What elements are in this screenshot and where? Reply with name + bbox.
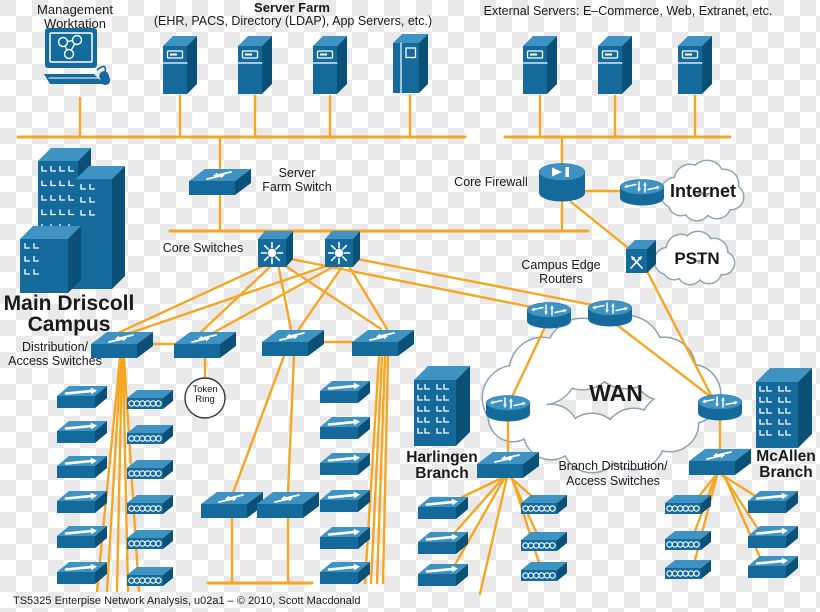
server-farm-switch bbox=[189, 169, 251, 195]
external-server-1 bbox=[522, 36, 557, 94]
access-switch-mid-4 bbox=[320, 490, 370, 512]
hub-harlingen-1 bbox=[521, 495, 567, 514]
wan-cloud bbox=[481, 314, 722, 474]
distribution-switch-1 bbox=[91, 332, 153, 358]
server-farm-mainframe bbox=[393, 34, 428, 94]
access-switch-left-1 bbox=[57, 386, 107, 408]
server-farm-server-3 bbox=[312, 36, 347, 94]
campus-edge-router-1 bbox=[526, 302, 572, 329]
mcallen-branch-building bbox=[756, 368, 812, 448]
branch-distribution-switch-right bbox=[689, 449, 751, 475]
access-switch-left-3 bbox=[57, 456, 107, 478]
hub-harlingen-2 bbox=[521, 532, 567, 551]
access-switch-mid-3 bbox=[320, 453, 370, 475]
branch-distribution-switch-left bbox=[477, 452, 539, 478]
access-switch-left-2 bbox=[57, 421, 107, 443]
distribution-switch-4 bbox=[352, 330, 414, 356]
campus-edge-router-2 bbox=[587, 300, 633, 327]
mid-distribution-switch-1 bbox=[201, 492, 263, 518]
network-nodes bbox=[20, 28, 812, 586]
hub-left-2 bbox=[127, 425, 173, 444]
distribution-switch-2 bbox=[174, 332, 236, 358]
hub-left-5 bbox=[127, 530, 173, 549]
wan-router-left bbox=[485, 395, 531, 422]
hub-left-4 bbox=[127, 495, 173, 514]
access-switch-mcallen-2 bbox=[748, 526, 798, 548]
access-switch-left-6 bbox=[57, 562, 107, 584]
internet-router bbox=[619, 179, 665, 206]
external-server-3 bbox=[677, 36, 712, 94]
hub-harlingen-3 bbox=[521, 562, 567, 581]
main-driscoll-campus-buildings bbox=[20, 148, 125, 293]
hub-mcallen-2 bbox=[665, 531, 711, 550]
access-switch-harlingen-1 bbox=[418, 497, 468, 519]
external-server-2 bbox=[597, 36, 632, 94]
internet-cloud bbox=[659, 159, 745, 222]
distribution-switch-3 bbox=[262, 330, 324, 356]
access-switch-mid-2 bbox=[320, 417, 370, 439]
access-switch-left-5 bbox=[57, 526, 107, 548]
hub-left-1 bbox=[127, 390, 173, 409]
core-firewall bbox=[538, 163, 586, 202]
server-farm-server-2 bbox=[237, 36, 272, 94]
hub-mcallen-3 bbox=[665, 560, 711, 579]
hub-left-6 bbox=[127, 567, 173, 586]
access-switch-mcallen-3 bbox=[748, 556, 798, 578]
access-switch-mid-5 bbox=[320, 527, 370, 549]
core-switch-1 bbox=[258, 231, 293, 267]
hub-left-3 bbox=[127, 460, 173, 479]
access-switch-mid-1 bbox=[320, 381, 370, 403]
core-switch-2 bbox=[325, 231, 360, 267]
management-workstation bbox=[44, 28, 111, 86]
token-ring bbox=[184, 377, 226, 419]
server-farm-server-1 bbox=[162, 36, 197, 94]
access-switch-mcallen-1 bbox=[748, 491, 798, 513]
pstn-cloud bbox=[653, 230, 736, 286]
hub-mcallen-1 bbox=[665, 495, 711, 514]
access-switch-mid-6 bbox=[320, 562, 370, 584]
access-switch-harlingen-2 bbox=[418, 532, 468, 554]
pstn-gateway bbox=[626, 240, 656, 273]
harlingen-branch-building bbox=[414, 366, 470, 446]
wan-router-right bbox=[697, 394, 743, 421]
access-switch-harlingen-3 bbox=[418, 564, 468, 586]
access-switch-left-4 bbox=[57, 491, 107, 513]
mid-distribution-switch-2 bbox=[257, 492, 319, 518]
